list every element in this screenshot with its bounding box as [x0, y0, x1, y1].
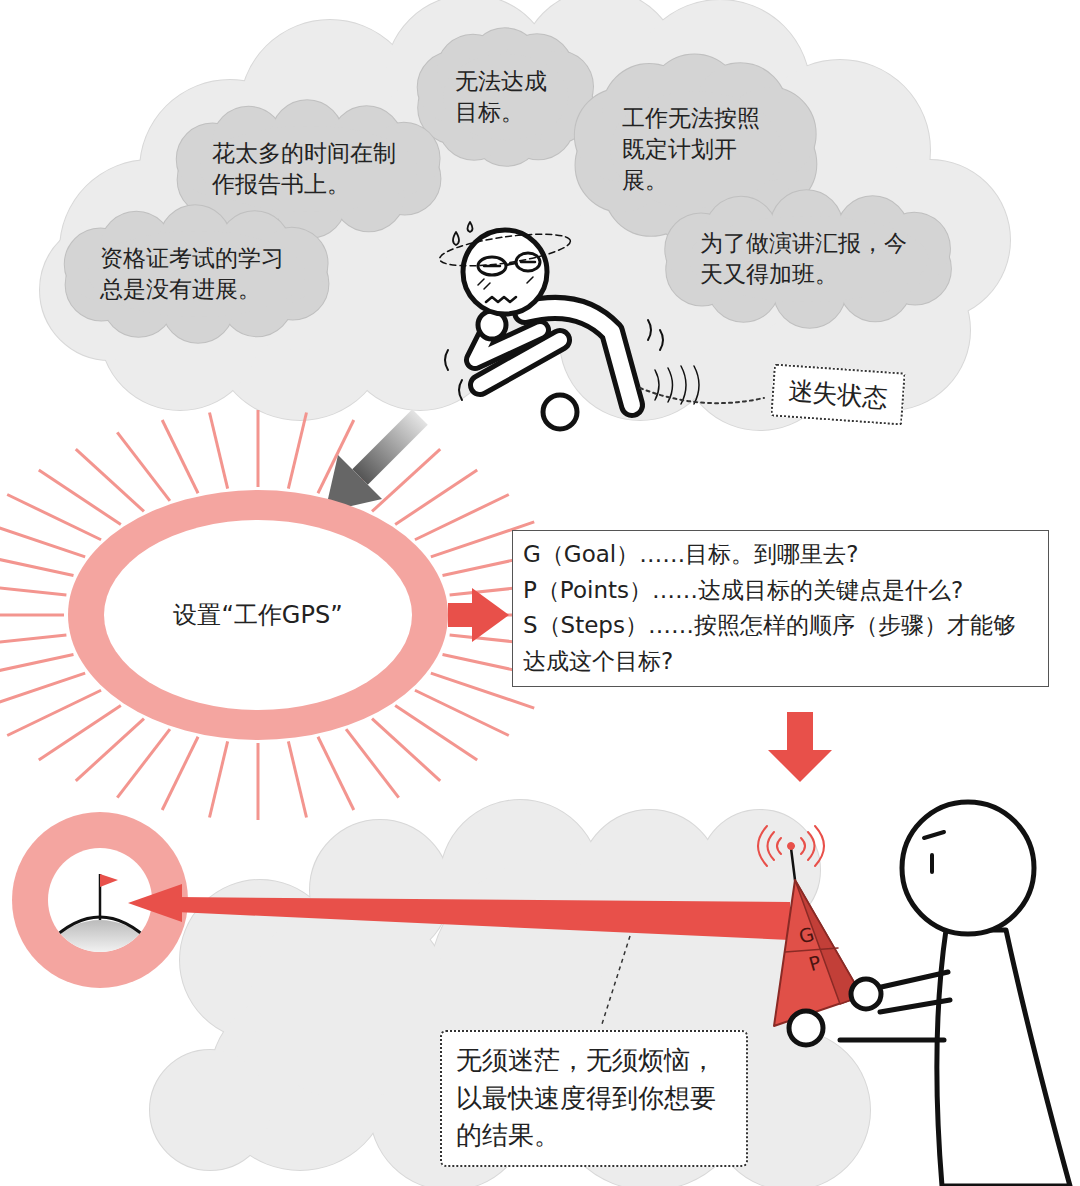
node-text: S（Steps）……按照怎样的顺序（步骤）才能够达成这个目标? [523, 608, 1038, 679]
cloud-shape [152, 78, 465, 260]
ray [162, 420, 198, 493]
node-text: P（Points）……达成目标的关键点是什么? [523, 573, 1038, 609]
ray [288, 413, 306, 489]
gray-arrow [325, 417, 420, 512]
gps-box: G（Goal）……目标。到哪里去?P（Points）……达成目标的关键点是什么?… [512, 530, 1049, 687]
ray [0, 552, 73, 576]
gps-ellipse: 设置“工作GPS” [68, 490, 448, 740]
cloud-text: 工作无法按照既定计划开展。 [622, 103, 769, 196]
cloud-text: 无法达成目标。 [455, 66, 556, 128]
cloud-shape [395, 6, 616, 188]
background-clouds [40, 0, 1010, 430]
ray [0, 635, 66, 647]
ray [117, 729, 170, 798]
cloud-text: 为了做演讲汇报，今天又得加班。 [700, 228, 916, 290]
background-clouds [150, 800, 870, 1186]
ray [210, 413, 228, 489]
thought-cloud: 资格证考试的学习总是没有进展。 [100, 243, 293, 305]
ray [288, 741, 306, 817]
ray [162, 737, 198, 810]
ray [0, 655, 73, 679]
thought-cloud: 工作无法按照既定计划开展。 [622, 103, 769, 196]
node-text: G（Goal）……目标。到哪里去? [523, 537, 1038, 573]
node-text: 无须迷茫，无须烦恼，以最快速度得到你想要的结果。 [456, 1042, 732, 1155]
result-box: 无须迷茫，无须烦恼，以最快速度得到你想要的结果。 [440, 1030, 748, 1167]
node-text: 设置“工作GPS” [173, 599, 342, 631]
ray [372, 719, 440, 781]
ray [415, 495, 509, 540]
flow-arrow [448, 603, 473, 627]
down-arrow [768, 712, 832, 782]
ray [210, 741, 228, 817]
ray [0, 614, 64, 617]
thought-cloud: 无法达成目标。 [455, 66, 556, 128]
ray [0, 673, 85, 708]
ray [76, 449, 144, 511]
ray [318, 737, 354, 810]
cloud-text: 资格证考试的学习总是没有进展。 [100, 243, 293, 305]
ray [7, 690, 101, 735]
ray [0, 583, 66, 595]
beam-arrow [128, 884, 790, 1024]
status-box: 迷失状态 [770, 363, 905, 425]
ray [257, 410, 260, 487]
cloud-text: 花太多的时间在制作报告书上。 [212, 138, 405, 200]
ray [257, 743, 260, 820]
thought-cloud: 花太多的时间在制作报告书上。 [212, 138, 405, 200]
thought-cloud: 为了做演讲汇报，今天又得加班。 [700, 228, 916, 290]
ray [117, 432, 170, 501]
flag-target [12, 812, 188, 988]
cloud-shape [40, 183, 353, 365]
cloud-shape [640, 168, 976, 350]
ray [346, 729, 399, 798]
gps-person [758, 802, 1070, 1186]
node-text: 迷失状态 [787, 375, 889, 415]
sun-rays [0, 410, 568, 820]
